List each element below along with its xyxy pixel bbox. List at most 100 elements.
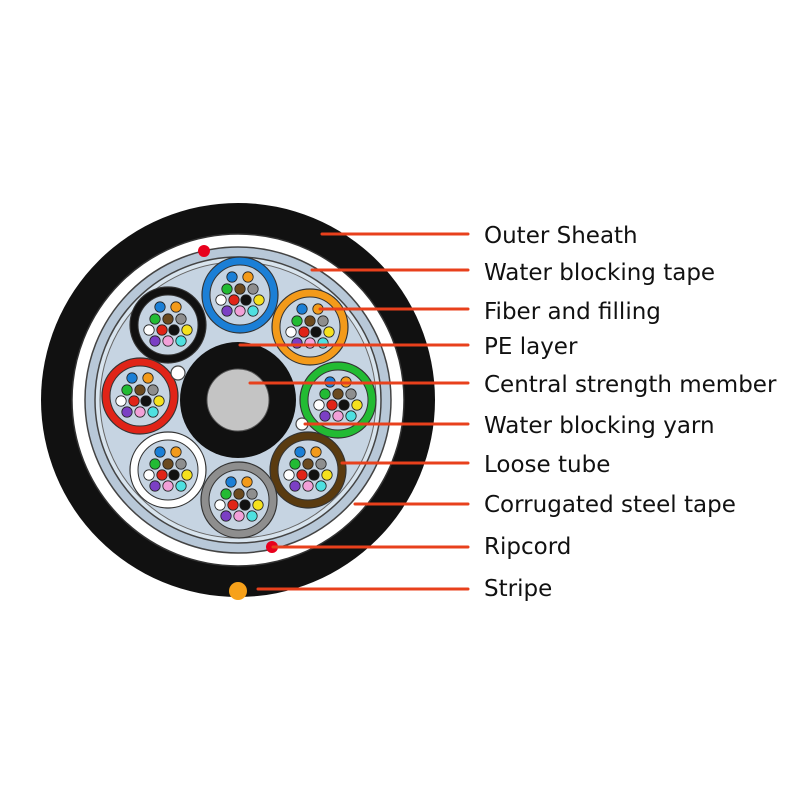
fiber (221, 283, 233, 295)
fiber (233, 488, 245, 500)
label-outer-sheath: Outer Sheath (484, 223, 638, 249)
label-pe-layer: PE layer (484, 334, 578, 360)
fiber (143, 469, 155, 481)
fiber (246, 510, 258, 522)
fiber (149, 458, 161, 470)
fiber (143, 324, 155, 336)
fiber (134, 384, 146, 396)
fiber (220, 510, 232, 522)
central-strength-member (206, 368, 270, 432)
fiber (149, 335, 161, 347)
fiber (175, 458, 187, 470)
fiber (149, 313, 161, 325)
water-blocking-yarn (170, 365, 186, 381)
fiber (332, 388, 344, 400)
fiber (247, 305, 259, 317)
leader-lines (238, 232, 470, 591)
fiber (321, 469, 333, 481)
fiber (315, 458, 327, 470)
fiber (317, 315, 329, 327)
fiber (154, 301, 166, 313)
fiber (175, 480, 187, 492)
fiber (252, 499, 264, 511)
fiber (162, 313, 174, 325)
fiber (283, 469, 295, 481)
fiber (134, 406, 146, 418)
fiber (170, 446, 182, 458)
fiber (233, 510, 245, 522)
fiber (304, 337, 316, 349)
stripe (229, 582, 247, 600)
label-corrugated-steel-tape: Corrugated steel tape (484, 492, 736, 518)
fiber (323, 326, 335, 338)
fiber (351, 399, 363, 411)
fiber (308, 469, 320, 481)
fiber (121, 406, 133, 418)
fiber (115, 395, 127, 407)
fiber (298, 326, 310, 338)
fiber (345, 410, 357, 422)
fiber (302, 480, 314, 492)
fiber (181, 324, 193, 336)
fiber (285, 326, 297, 338)
fiber (241, 476, 253, 488)
fiber (221, 305, 233, 317)
fiber (310, 326, 322, 338)
fiber (234, 305, 246, 317)
fiber (319, 388, 331, 400)
fiber (289, 458, 301, 470)
fiber (227, 499, 239, 511)
label-central-strength-member: Central strength member (484, 372, 777, 398)
fiber (304, 315, 316, 327)
label-loose-tube: Loose tube (484, 452, 610, 478)
fiber (291, 337, 303, 349)
fiber (181, 469, 193, 481)
fiber (156, 324, 168, 336)
fiber (310, 446, 322, 458)
fiber (162, 458, 174, 470)
fiber (317, 337, 329, 349)
fiber (214, 499, 226, 511)
fiber (175, 335, 187, 347)
fiber (170, 301, 182, 313)
label-ripcord: Ripcord (484, 534, 571, 560)
label-stripe: Stripe (484, 576, 552, 602)
fiber (326, 399, 338, 411)
fiber (228, 294, 240, 306)
fiber (225, 476, 237, 488)
fiber (168, 324, 180, 336)
fiber (338, 399, 350, 411)
fiber (246, 488, 258, 500)
fiber (240, 294, 252, 306)
fiber (313, 399, 325, 411)
fiber (126, 372, 138, 384)
label-water-blocking-tape: Water blocking tape (484, 260, 715, 286)
fiber (142, 372, 154, 384)
fiber (215, 294, 227, 306)
fiber (296, 469, 308, 481)
fiber (294, 446, 306, 458)
fiber (296, 303, 308, 315)
fiber (234, 283, 246, 295)
fiber (175, 313, 187, 325)
fiber (226, 271, 238, 283)
fiber (162, 335, 174, 347)
fiber (128, 395, 140, 407)
fiber (147, 384, 159, 396)
fiber (332, 410, 344, 422)
fiber (239, 499, 251, 511)
fiber (315, 480, 327, 492)
fiber (302, 458, 314, 470)
fiber (153, 395, 165, 407)
fiber (147, 406, 159, 418)
fiber (154, 446, 166, 458)
fiber (162, 480, 174, 492)
fiber (289, 480, 301, 492)
ripcord (198, 245, 210, 257)
fiber (319, 410, 331, 422)
label-water-blocking-yarn: Water blocking yarn (484, 413, 715, 439)
fiber (220, 488, 232, 500)
fiber (247, 283, 259, 295)
fiber (242, 271, 254, 283)
